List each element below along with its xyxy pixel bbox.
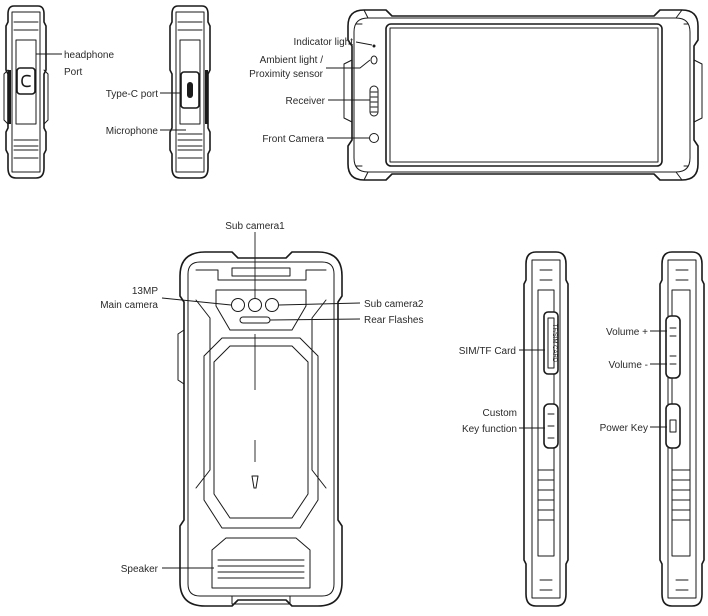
label-headphone-line2: Port	[64, 67, 83, 78]
headphone-port-icon	[21, 74, 31, 88]
rear-flash	[239, 316, 271, 324]
label-main-camera-line1: 13MP	[132, 286, 158, 297]
front-camera-lens	[369, 133, 379, 143]
left-side-view	[523, 251, 569, 607]
label-speaker: Speaker	[121, 564, 159, 575]
bottom-edge-view	[169, 5, 211, 179]
speaker-grille	[217, 559, 305, 579]
label-ambient-line2: Proximity sensor	[249, 69, 324, 80]
ambient-sensor	[370, 55, 378, 65]
label-sub-camera2: Sub camera2	[364, 299, 424, 310]
label-headphone-line1: headphone	[64, 50, 114, 61]
right-side-view	[659, 251, 705, 607]
top-edge-view	[3, 5, 49, 179]
label-sim-card: SIM/TF Card	[459, 346, 516, 357]
sim-tray-print: TF/SIM CARD	[551, 324, 557, 363]
front-view	[343, 9, 703, 181]
label-layer: headphone Port Type-C port Microphone In…	[64, 37, 648, 575]
label-type-c-port: Type-C port	[106, 89, 158, 100]
sub-camera1-lens	[248, 298, 262, 312]
label-indicator-light: Indicator light	[294, 37, 354, 48]
label-ambient-line1: Ambient light /	[260, 55, 324, 66]
receiver-grille	[369, 85, 379, 117]
label-main-camera-line2: Main camera	[100, 300, 158, 311]
sub-camera2-lens	[265, 298, 279, 312]
label-custom-key-line1: Custom	[483, 408, 517, 419]
label-custom-key-line2: Key function	[462, 424, 517, 435]
label-power-key: Power Key	[600, 423, 648, 434]
usb-c-port-icon	[187, 82, 193, 98]
label-volume-down: Volume -	[609, 360, 648, 371]
label-sub-camera1: Sub camera1	[225, 221, 285, 232]
indicator-light-dot	[372, 44, 376, 48]
label-rear-flashes: Rear Flashes	[364, 315, 423, 326]
label-volume-up: Volume +	[606, 327, 648, 338]
main-camera-lens	[231, 298, 245, 312]
label-receiver: Receiver	[286, 96, 326, 107]
leader-lines	[36, 41, 667, 569]
label-microphone: Microphone	[106, 126, 159, 137]
power-key	[665, 403, 681, 449]
label-front-camera: Front Camera	[262, 134, 324, 145]
volume-rocker	[665, 315, 681, 379]
back-view	[177, 251, 343, 607]
